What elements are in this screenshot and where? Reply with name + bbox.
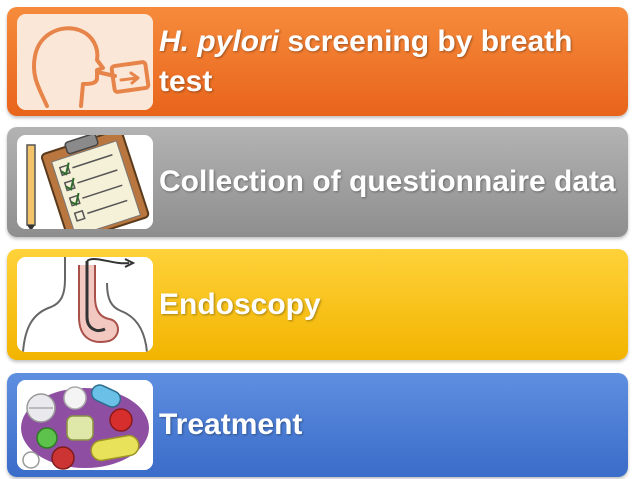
- step-label: Treatment: [159, 408, 303, 441]
- pills-icon: [17, 380, 153, 470]
- step-questionnaire: Collection of questionnaire data: [7, 127, 628, 237]
- step-label-rest: screening by breath test: [159, 24, 573, 98]
- step-label: H. pylori screening by breath test: [159, 7, 616, 116]
- questionnaire-clipboard-icon: [17, 135, 153, 229]
- breath-test-icon: [17, 14, 153, 110]
- endoscopy-icon: [17, 257, 153, 352]
- step-label: Endoscopy: [159, 287, 321, 321]
- step-label-italic: H. pylori: [159, 24, 280, 58]
- step-endoscopy: Endoscopy: [7, 249, 628, 360]
- step-treatment: Treatment: [7, 373, 628, 477]
- step-label: Collection of questionnaire data: [159, 165, 616, 198]
- step-breath-test: H. pylori screening by breath test: [7, 7, 628, 116]
